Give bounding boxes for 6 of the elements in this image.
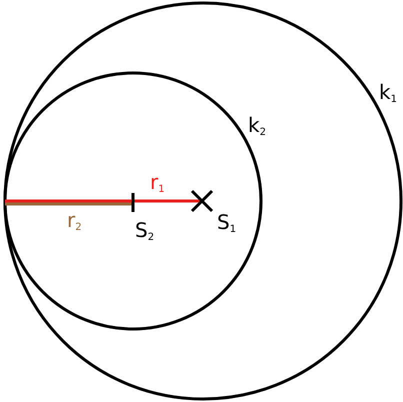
circle-label: k$_{1}$ <box>379 82 397 107</box>
radius-label: r$_{2}$ <box>67 210 82 235</box>
point-label: S$_{1}$ <box>217 212 236 237</box>
circle-label: k$_{2}$ <box>248 115 266 140</box>
point-label: S$_{2}$ <box>135 220 154 245</box>
radius-label: r$_{1}$ <box>150 172 165 197</box>
